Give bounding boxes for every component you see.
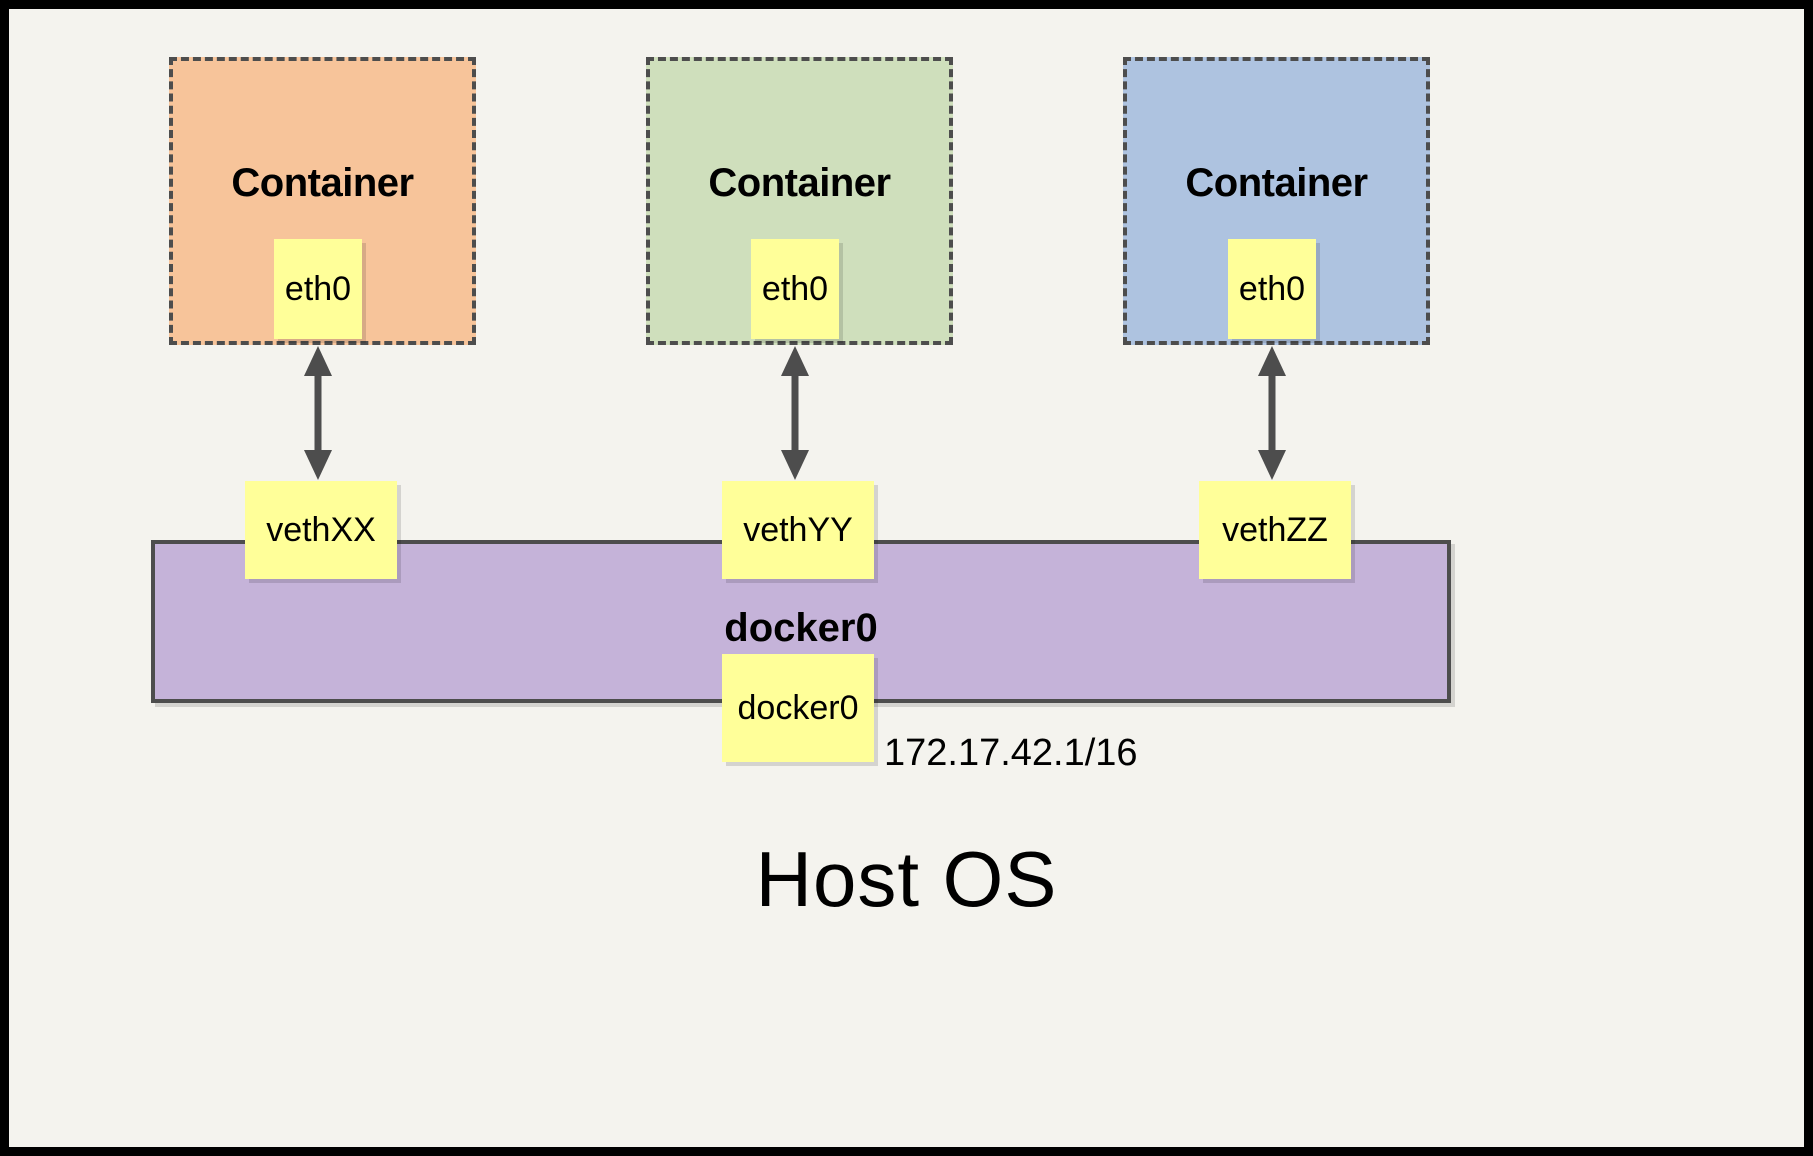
container-1-eth0-box: eth0 (274, 239, 362, 339)
host-os-title: Host OS (755, 835, 1058, 923)
link-container-3-arrow (1258, 346, 1286, 480)
container-3-title: Container (1185, 161, 1368, 205)
docker0-ip-label: 172.17.42.1/16 (884, 732, 1138, 774)
container-2-eth0-label: eth0 (761, 269, 829, 308)
docker0-interface-box: docker0 (722, 654, 874, 762)
container-1-eth0-label: eth0 (284, 269, 352, 308)
container-3-eth0-label: eth0 (1238, 269, 1306, 308)
container-2-eth0-box: eth0 (751, 239, 839, 339)
veth-zz-label: vethZZ (1222, 510, 1328, 549)
veth-yy-box: vethYY (722, 481, 874, 579)
container-1-title: Container (231, 161, 414, 205)
link-container-1-arrow (304, 346, 332, 480)
container-2-title: Container (708, 161, 891, 205)
veth-xx-label: vethXX (266, 510, 376, 549)
docker0-bar-label: docker0 (724, 606, 878, 650)
veth-xx-box: vethXX (245, 481, 397, 579)
container-3-eth0-box: eth0 (1228, 239, 1316, 339)
link-container-2-arrow (781, 346, 809, 480)
veth-zz-box: vethZZ (1199, 481, 1351, 579)
veth-yy-label: vethYY (743, 510, 853, 549)
docker0-interface-label: docker0 (737, 688, 859, 727)
